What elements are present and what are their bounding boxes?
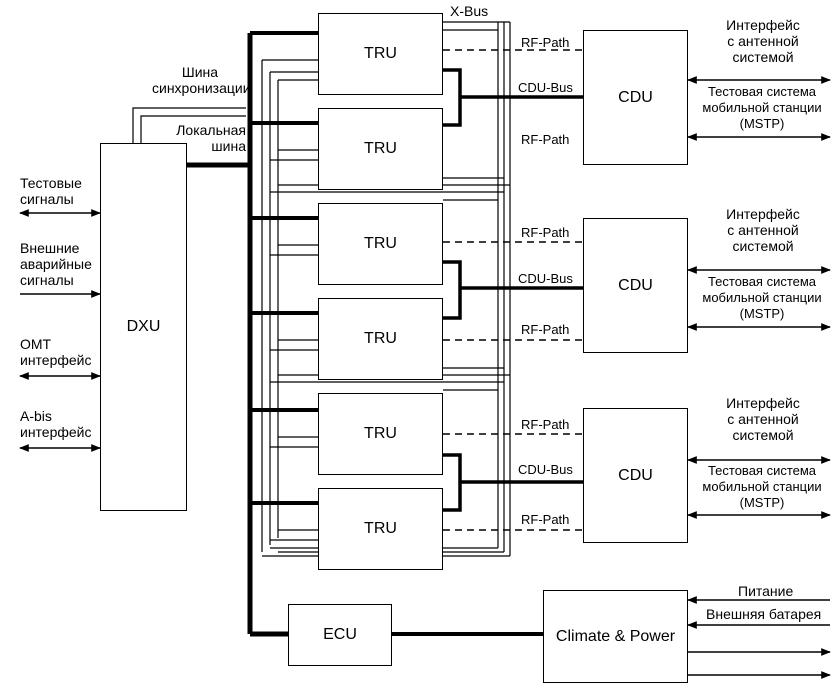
tru-bus-taps bbox=[250, 31, 318, 505]
antenna-3-line1: Интерфейс bbox=[726, 395, 800, 411]
antenna-2-line1: Интерфейс bbox=[726, 206, 800, 222]
antenna-interface-label-2: Интерфейс с антенной системой bbox=[695, 206, 831, 254]
rf-path-label-2: RF-Path bbox=[521, 132, 570, 147]
cdu-bus-lines bbox=[443, 68, 583, 512]
test-signals-label: Тестовые сигналы bbox=[20, 175, 82, 207]
cdu-bus-label-2: CDU-Bus bbox=[518, 271, 573, 286]
dxu-block: DXU bbox=[100, 143, 187, 511]
rf-path-label-4: RF-Path bbox=[521, 322, 570, 337]
mstp-1-line1: Тестовая система bbox=[707, 84, 817, 99]
tru-block-3: TRU bbox=[318, 203, 443, 285]
mstp-1-line3: (MSTP) bbox=[739, 116, 785, 131]
sync-bus-label-line1: Шина bbox=[181, 64, 219, 80]
abis-line1: A-bis bbox=[20, 408, 52, 424]
tru-block-6: TRU bbox=[318, 488, 443, 570]
rf-path-label-6: RF-Path bbox=[521, 512, 570, 527]
cdu-block-3: CDU bbox=[583, 408, 688, 543]
external-alarms-line3: сигналы bbox=[20, 272, 74, 288]
sync-bus-label: Шина синхронизации bbox=[152, 64, 251, 96]
antenna-1-line1: Интерфейс bbox=[726, 17, 800, 33]
mstp-2-line2: мобильной станции bbox=[702, 290, 822, 305]
climate-power-block: Climate & Power bbox=[543, 590, 688, 683]
mstp-label-2: Тестовая система мобильной станции (MSTP… bbox=[692, 274, 832, 322]
mstp-1-line2: мобильной станции bbox=[702, 100, 822, 115]
tru-block-2: TRU bbox=[318, 108, 443, 190]
antenna-1-line3: системой bbox=[732, 49, 794, 65]
mstp-3-line2: мобильной станции bbox=[702, 479, 822, 494]
rf-path-lines bbox=[443, 49, 583, 531]
local-bus-label: Локальная шина bbox=[148, 122, 246, 154]
abis-interface-label: A-bis интерфейс bbox=[20, 408, 92, 440]
external-alarms-label: Внешние аварийные сигналы bbox=[20, 240, 92, 288]
external-alarms-line1: Внешние bbox=[20, 240, 80, 256]
antenna-interface-label-3: Интерфейс с антенной системой bbox=[695, 395, 831, 443]
cdu-block-1: CDU bbox=[583, 30, 688, 165]
right-io-arrows bbox=[687, 76, 831, 679]
local-bus-label-line1: Локальная bbox=[176, 122, 246, 138]
cdu-block-2: CDU bbox=[583, 218, 688, 353]
tru-block-1: TRU bbox=[318, 13, 443, 95]
ecu-block: ECU bbox=[288, 604, 392, 666]
omt-interface-label: OMT интерфейс bbox=[20, 336, 92, 368]
left-io-arrows bbox=[19, 209, 101, 452]
test-signals-line1: Тестовые bbox=[20, 175, 82, 191]
sync-distribution-lines bbox=[261, 59, 318, 552]
power-supply-label: Питание bbox=[738, 583, 794, 599]
antenna-interface-label-1: Интерфейс с антенной системой bbox=[695, 17, 831, 65]
cdu-bus-label-3: CDU-Bus bbox=[518, 462, 573, 477]
x-bus-label: X-Bus bbox=[450, 3, 489, 19]
test-signals-line2: сигналы bbox=[20, 191, 74, 207]
rf-path-label-5: RF-Path bbox=[521, 417, 570, 432]
local-bus-label-line2: шина bbox=[211, 138, 246, 154]
cdu-bus-label-1: CDU-Bus bbox=[518, 80, 573, 95]
omt-line2: интерфейс bbox=[20, 352, 92, 368]
antenna-2-line3: системой bbox=[732, 238, 794, 254]
tru-block-5: TRU bbox=[318, 393, 443, 475]
antenna-2-line2: с антенной bbox=[727, 222, 799, 238]
mstp-2-line1: Тестовая система bbox=[707, 274, 817, 289]
antenna-3-line2: с антенной bbox=[727, 411, 799, 427]
antenna-3-line3: системой bbox=[732, 427, 794, 443]
mstp-3-line3: (MSTP) bbox=[739, 495, 785, 510]
omt-line1: OMT bbox=[20, 336, 52, 352]
rf-path-label-1: RF-Path bbox=[521, 35, 570, 50]
abis-line2: интерфейс bbox=[20, 424, 92, 440]
sync-bus-label-line2: синхронизации bbox=[152, 80, 251, 96]
mstp-2-line3: (MSTP) bbox=[739, 306, 785, 321]
mstp-3-line1: Тестовая система bbox=[707, 463, 817, 478]
sync-bus-line bbox=[132, 107, 246, 145]
tru-block-4: TRU bbox=[318, 298, 443, 380]
mstp-label-1: Тестовая система мобильной станции (MSTP… bbox=[692, 84, 832, 132]
external-battery-label: Внешняя батарея bbox=[706, 606, 822, 622]
mstp-label-3: Тестовая система мобильной станции (MSTP… bbox=[692, 463, 832, 511]
external-alarms-line2: аварийные bbox=[20, 256, 92, 272]
local-bus-line bbox=[185, 33, 288, 637]
rf-path-label-3: RF-Path bbox=[521, 225, 570, 240]
antenna-1-line2: с антенной bbox=[727, 33, 799, 49]
